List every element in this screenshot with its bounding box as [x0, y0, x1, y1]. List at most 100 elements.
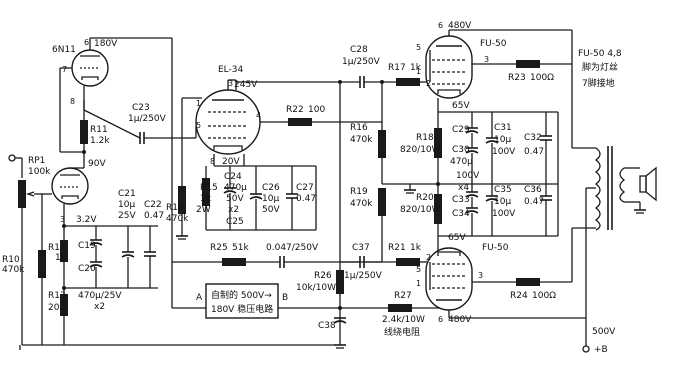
c29-capacitor	[465, 112, 479, 184]
c-bank-v1: 470μ	[450, 157, 473, 167]
c29-label: C29	[452, 125, 470, 135]
6n11-pin6: 6	[84, 38, 89, 47]
r14-value: 470k	[166, 214, 189, 224]
fu50a-name: FU-50	[480, 39, 507, 49]
c21-v2: 25V	[118, 211, 136, 221]
c37-value: 1μ/250V	[344, 271, 383, 281]
c33-label: C33	[452, 195, 470, 205]
c22-capacitor	[144, 226, 156, 288]
fu50b-v-cathode: 65V	[448, 233, 466, 243]
c35-capacitor	[485, 184, 499, 236]
supply-plus: +B	[594, 345, 608, 355]
filament-note-3: 7脚接地	[582, 77, 615, 89]
r10-resistor	[34, 193, 46, 345]
r23-resistor	[516, 60, 540, 68]
c19-20-qty: x2	[94, 302, 105, 312]
fu50a-v-cathode: 65V	[452, 101, 470, 111]
r24-label: R24	[510, 291, 528, 301]
r25-value: 51k	[232, 243, 249, 253]
r15-v1: 1k	[200, 194, 212, 204]
r22-resistor	[288, 118, 312, 126]
r18-resistor	[434, 128, 442, 158]
c28-label: C28	[350, 45, 368, 55]
tube-el34	[195, 89, 261, 155]
r18-value: 820/10W	[400, 145, 441, 155]
r11-resistor	[80, 120, 88, 144]
c22-label: C22	[144, 200, 162, 210]
r22-value: 100	[308, 105, 325, 115]
output-transformer	[594, 146, 626, 231]
r10-value: 470k	[2, 265, 25, 275]
fu50b-pin3: 3	[478, 271, 483, 280]
r13-value: 200	[48, 303, 65, 313]
speaker-icon	[639, 166, 657, 202]
fu50b-v-plate: 480V	[448, 315, 472, 325]
el34-pin3: 3	[228, 79, 233, 88]
rp1-value: 100k	[28, 167, 51, 177]
r27-note: 线绕电阻	[384, 326, 420, 338]
c32-value: 0.47	[524, 147, 544, 157]
input-terminal	[8, 154, 23, 178]
r20-resistor	[434, 194, 442, 224]
regulator-line2: 180V 稳压电路	[211, 303, 273, 315]
c33-capacitor	[465, 184, 479, 236]
tube-fu50-lower	[425, 247, 473, 311]
r24-value: 100Ω	[532, 291, 556, 301]
el34-v-cathode: 20V	[222, 157, 240, 167]
c19-20-value: 470μ/25V	[78, 291, 122, 301]
6n11-pin3: 3	[60, 215, 65, 224]
r10-label: R10	[2, 255, 20, 265]
r15-v2: 2W	[196, 205, 211, 215]
el34-pin1: 1	[196, 99, 201, 108]
r25-label: R25	[210, 243, 228, 253]
r27-resistor	[388, 304, 412, 312]
r26-label: R26	[314, 271, 332, 281]
c-bank-v2: 100V	[456, 171, 480, 181]
el34-pin5: 5	[196, 121, 201, 130]
supply-voltage: 500V	[592, 327, 616, 337]
c23-value: 1μ/250V	[128, 114, 167, 124]
c24-capacitor	[223, 166, 237, 230]
c31-label: C31	[494, 123, 512, 133]
r21-resistor	[396, 258, 420, 266]
r26-value: 10k/10W	[296, 283, 336, 293]
regulator-block	[205, 283, 279, 319]
regulator-pin-a: A	[196, 293, 203, 303]
r15-resistor	[202, 178, 210, 206]
regulator-pin-b: B	[282, 293, 288, 303]
fu50b-pin6: 6	[438, 315, 443, 324]
r19-resistor	[378, 188, 386, 216]
c25-label: C25	[226, 217, 244, 227]
fu50a-v-plate: 480V	[448, 21, 472, 31]
c24-v3: x2	[228, 205, 239, 215]
6n11-pin7: 7	[62, 65, 67, 74]
r21-label: R21	[388, 243, 406, 253]
fu50b-pin1: 1	[416, 279, 421, 288]
el34-pin8: 8	[210, 157, 215, 166]
c26-v2: 50V	[262, 205, 280, 215]
6n11-name: 6N11	[52, 45, 76, 55]
c26-capacitor	[249, 166, 263, 230]
c35-label: C35	[494, 185, 512, 195]
r27-value: 2.4k/10W	[382, 315, 425, 325]
r16-resistor	[378, 130, 386, 158]
6n11-pin8: 8	[70, 97, 75, 106]
c28-value: 1μ/250V	[342, 57, 381, 67]
r17-label: R17	[388, 63, 406, 73]
c24-v2: 50V	[226, 194, 244, 204]
r13-resistor	[60, 294, 68, 316]
c35-v1: 10μ	[494, 197, 511, 207]
filament-note-1: FU-50 4,8	[578, 49, 622, 59]
c38-capacitor	[333, 317, 347, 324]
c30-label: C30	[452, 145, 470, 155]
tube-fu50-upper	[425, 35, 473, 99]
6n11-v-cathode: 3.2V	[76, 215, 97, 225]
r13-label: R13	[48, 291, 66, 301]
c22-value: 0.47	[144, 211, 164, 221]
r11-value: 1.2k	[90, 136, 110, 146]
c28-capacitor	[340, 76, 396, 88]
r12-label: R12	[48, 243, 66, 253]
c32-label: C32	[524, 133, 542, 143]
rp1-label: RP1	[28, 156, 45, 166]
